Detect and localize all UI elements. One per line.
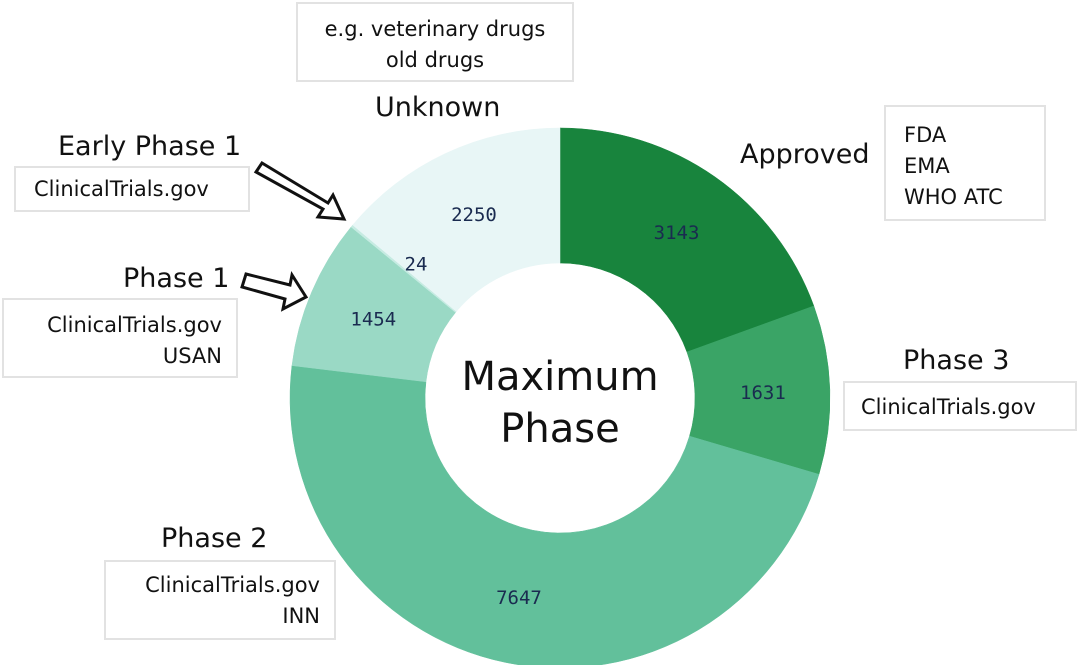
value-label-phase-1: 1454 xyxy=(350,308,396,330)
source-box-phase-2: ClinicalTrials.gov INN xyxy=(104,560,336,640)
center-label-line-2: Phase xyxy=(500,406,619,452)
category-title-unknown: Unknown xyxy=(375,92,501,123)
value-label-early-phase-1: 24 xyxy=(405,254,428,276)
source-unknown-2: old drugs xyxy=(385,48,485,72)
source-box-early-phase-1: ClinicalTrials.gov xyxy=(14,166,250,212)
category-title-phase-2: Phase 2 xyxy=(161,523,268,554)
arrow-phase-1 xyxy=(240,271,309,312)
source-box-phase-3: ClinicalTrials.gov xyxy=(843,381,1077,431)
source-phase-1-2: USAN xyxy=(162,344,222,368)
arrow-early-phase-1 xyxy=(253,160,347,221)
source-phase-2-2: INN xyxy=(282,604,320,628)
category-title-phase-3: Phase 3 xyxy=(903,345,1010,376)
value-label-phase-2: 7647 xyxy=(496,587,542,609)
source-box-phase-1: ClinicalTrials.gov USAN xyxy=(2,298,238,378)
source-phase-3-1: ClinicalTrials.gov xyxy=(861,395,1036,419)
slices-layer xyxy=(289,127,831,669)
category-title-approved: Approved xyxy=(740,139,870,170)
source-approved-2: EMA xyxy=(904,154,950,178)
value-label-unknown: 2250 xyxy=(451,204,497,226)
arrows-layer xyxy=(240,160,347,312)
source-phase-2-1: ClinicalTrials.gov xyxy=(145,573,320,597)
source-approved-1: FDA xyxy=(904,123,947,147)
value-label-approved: 3143 xyxy=(654,222,700,244)
source-box-unknown: e.g. veterinary drugs old drugs xyxy=(296,2,574,82)
value-labels-layer: 3143 1631 7647 1454 24 2250 xyxy=(350,204,785,609)
source-phase-1-1: ClinicalTrials.gov xyxy=(47,313,222,337)
source-box-approved: FDA EMA WHO ATC xyxy=(884,105,1046,221)
slice-unknown xyxy=(352,127,561,312)
value-label-phase-3: 1631 xyxy=(740,382,786,404)
source-unknown-1: e.g. veterinary drugs xyxy=(324,17,546,41)
category-title-early-phase-1: Early Phase 1 xyxy=(58,131,242,162)
center-label-line-1: Maximum xyxy=(461,354,658,400)
category-title-phase-1: Phase 1 xyxy=(123,263,230,294)
source-early-phase-1-1: ClinicalTrials.gov xyxy=(34,177,209,201)
slice-phase-2 xyxy=(289,365,820,669)
slice-approved xyxy=(559,127,815,353)
source-approved-3: WHO ATC xyxy=(904,185,1003,209)
